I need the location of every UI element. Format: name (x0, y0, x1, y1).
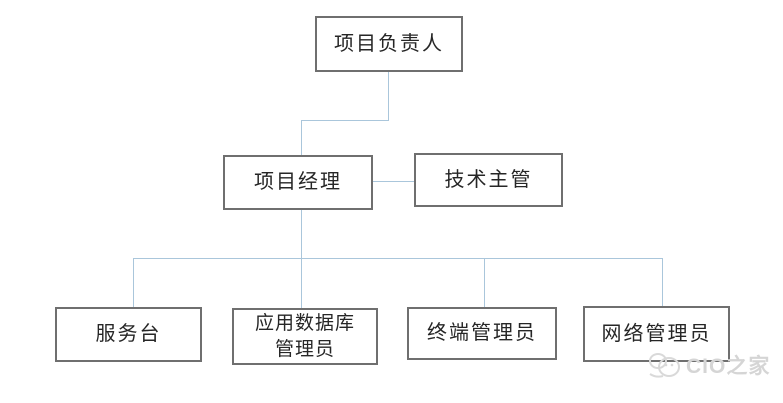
connector-elbow-to-manager (301, 120, 302, 155)
node-terminal-admin-label: 终端管理员 (427, 322, 537, 344)
node-tech-supervisor-label: 技术主管 (444, 168, 533, 191)
connector-leader-drop (388, 72, 389, 120)
connector-drop-terminal (484, 258, 485, 307)
connector-leader-elbow (301, 120, 389, 121)
node-network-admin-label: 网络管理员 (601, 322, 712, 345)
node-terminal-admin: 终端管理员 (407, 307, 557, 360)
connector-manager-to-tech (373, 181, 414, 182)
node-service-desk: 服务台 (55, 307, 202, 362)
connector-bus (133, 258, 663, 259)
node-service-desk-label: 服务台 (95, 323, 162, 345)
node-project-leader-label: 项目负责人 (334, 32, 444, 55)
node-app-db-admin: 应用数据库 管理员 (232, 308, 378, 365)
node-app-db-admin-label: 应用数据库 管理员 (254, 312, 355, 360)
node-tech-supervisor: 技术主管 (414, 153, 563, 207)
connector-drop-service-desk (133, 258, 134, 307)
connector-manager-drop (301, 210, 302, 308)
watermark-text: CIO之家 (686, 355, 771, 378)
connector-drop-network (662, 258, 663, 306)
node-project-manager-label: 项目经理 (254, 171, 342, 193)
watermark: CIO之家 (648, 350, 770, 380)
bird-logo-icon (649, 353, 680, 378)
node-project-manager: 项目经理 (223, 155, 373, 210)
node-project-leader: 项目负责人 (315, 16, 463, 72)
node-network-admin: 网络管理员 (583, 306, 730, 362)
